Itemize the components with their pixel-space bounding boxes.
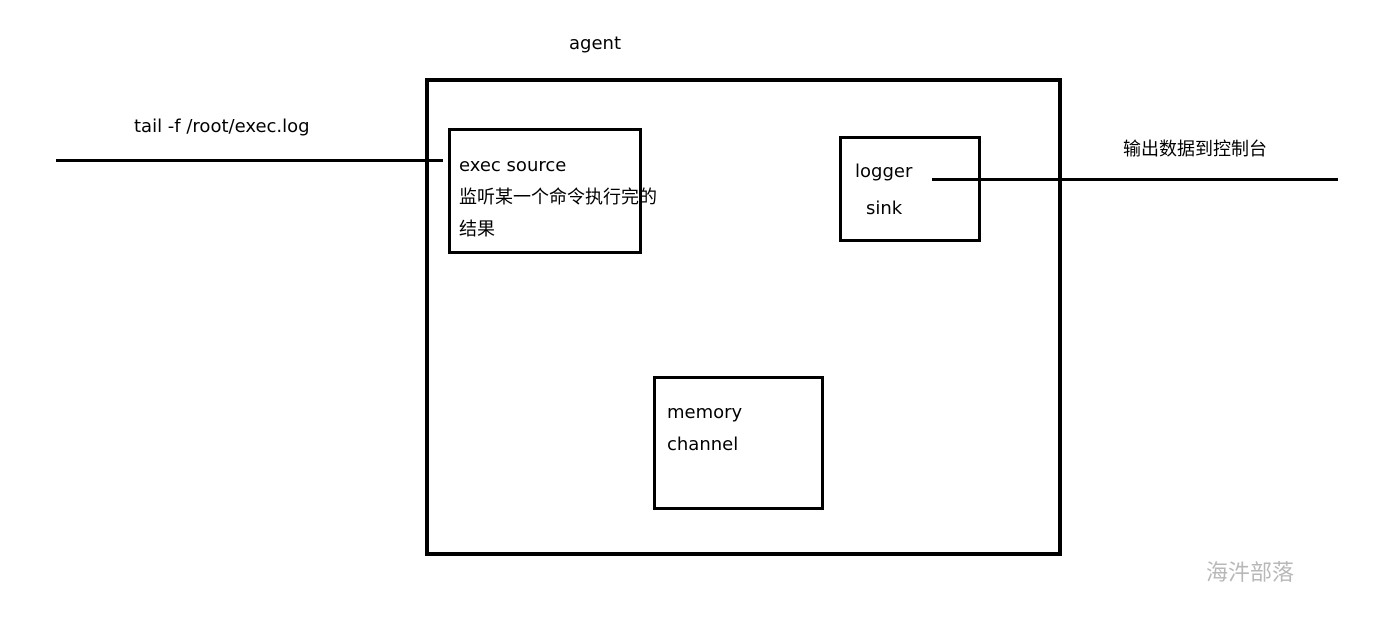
memory-channel-title: memory xyxy=(667,402,743,423)
watermark-text: 海汼部落 xyxy=(1206,561,1295,586)
agent-box xyxy=(425,78,1062,556)
output-line xyxy=(932,178,1338,181)
memory-channel-box xyxy=(653,376,824,510)
memory-channel-subtitle: channel xyxy=(667,434,739,455)
logger-sink-box xyxy=(839,136,981,242)
exec-source-title: exec source xyxy=(459,155,567,176)
exec-source-desc-line2: 结果 xyxy=(459,219,495,240)
input-command-label: tail -f /root/exec.log xyxy=(134,116,310,137)
logger-sink-title: logger xyxy=(855,161,913,182)
output-label: 输出数据到控制台 xyxy=(1123,139,1267,160)
input-line xyxy=(56,159,443,162)
agent-label: agent xyxy=(569,33,621,54)
exec-source-desc-line1: 监听某一个命令执行完的 xyxy=(459,187,657,208)
exec-source-box xyxy=(448,128,642,254)
logger-sink-subtitle: sink xyxy=(866,198,903,219)
